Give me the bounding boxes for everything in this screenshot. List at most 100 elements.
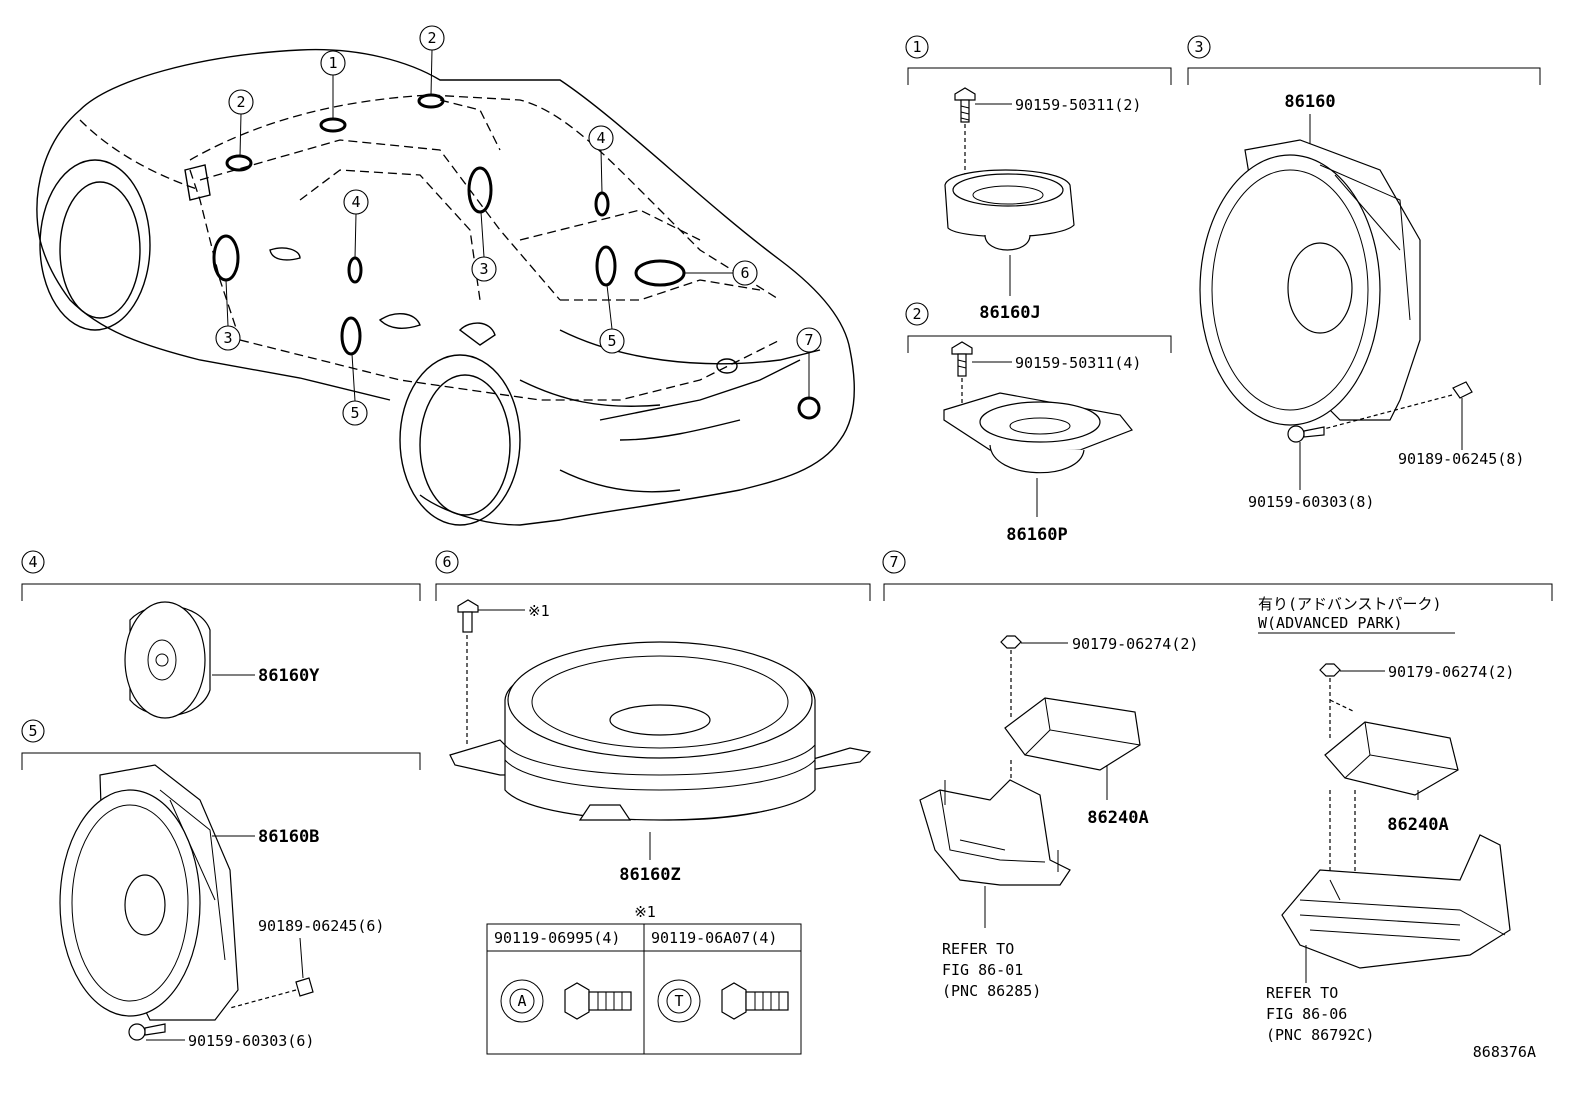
- option-label-jp: 有り(アドバンストパーク): [1258, 595, 1442, 613]
- s7-refer-line-1: REFER TO: [942, 940, 1014, 958]
- screw-icon: [1287, 425, 1325, 443]
- callout-2b: 2: [419, 25, 445, 51]
- callout-3a: 3: [215, 325, 241, 351]
- s2-part-number: 86160P: [1006, 525, 1067, 545]
- screw-icon: [128, 1023, 166, 1041]
- svg-text:5: 5: [607, 332, 616, 350]
- ring-4b: [594, 191, 610, 217]
- callout-6: 6: [732, 260, 758, 286]
- svg-text:5: 5: [350, 404, 359, 422]
- speaker-86160Y-icon: [124, 601, 211, 719]
- section-1: 1 90159-50311(2) 86160J: [905, 35, 1172, 323]
- s7-opt-nut-part-number: 90179-06274(2): [1388, 663, 1514, 681]
- callout-4a: 4: [343, 189, 369, 215]
- s5-part-number: 86160B: [258, 827, 319, 847]
- ecu-86240A-opt-icon: [1324, 721, 1459, 796]
- s1-screw-part-number: 90159-50311(2): [1015, 96, 1141, 114]
- s7-refer-line-2: FIG 86-01: [942, 961, 1023, 979]
- s7-opt-refer-line-3: (PNC 86792C): [1266, 1026, 1374, 1044]
- s3-screw-part-number: 90159-60303(8): [1248, 493, 1374, 511]
- ring-6: [634, 259, 686, 287]
- screw-icon: [954, 87, 976, 123]
- svg-text:A: A: [517, 992, 526, 1010]
- section-7-number: 7: [889, 553, 898, 571]
- svg-text:2: 2: [427, 29, 436, 47]
- s1-part-number: 86160J: [979, 303, 1040, 323]
- bolt-spec-table: ※1 90119-06995(4) 90119-06A07(4) A T: [486, 903, 802, 1055]
- s6-bolt-reference: ※1: [528, 602, 550, 620]
- ring-7: [797, 396, 821, 420]
- callout-4b: 4: [588, 125, 614, 151]
- ring-3a: [212, 234, 240, 282]
- s5-clip-part-number: 90189-06245(6): [258, 917, 384, 935]
- s2-screw-part-number: 90159-50311(4): [1015, 354, 1141, 372]
- clip-icon: [1452, 381, 1473, 399]
- svg-text:1: 1: [328, 54, 337, 72]
- callout-3b: 3: [471, 256, 497, 282]
- diagram-id: 868376A: [1473, 1043, 1536, 1061]
- callout-5a: 5: [342, 400, 368, 426]
- ring-4a: [347, 256, 363, 284]
- option-label-en: W(ADVANCED PARK): [1258, 614, 1403, 632]
- svg-text:4: 4: [596, 129, 605, 147]
- tweeter-86160J-icon: [944, 169, 1075, 251]
- tweeter-86160P-icon: [943, 392, 1133, 474]
- car-illustration: 1 2 2 3 3 4 4 5 5 6 7: [36, 25, 855, 526]
- bolt-table-header-2: 90119-06A07(4): [651, 929, 777, 947]
- advanced-park-module-icon: [1281, 834, 1511, 969]
- svg-text:6: 6: [740, 264, 749, 282]
- svg-text:2: 2: [236, 93, 245, 111]
- ring-5b: [595, 245, 617, 287]
- ring-2a: [225, 154, 253, 172]
- clip-icon: [295, 977, 314, 997]
- bolt-table-title: ※1: [634, 903, 656, 921]
- svg-text:4: 4: [351, 193, 360, 211]
- section-3-number: 3: [1194, 38, 1203, 56]
- ring-3b: [467, 166, 493, 214]
- callout-1: 1: [320, 50, 346, 76]
- speaker-86160-icon: [1199, 139, 1421, 426]
- s6-part-number: 86160Z: [619, 865, 680, 885]
- section-5: 5 86160B 90189-06245(6) 90159-60303(6): [21, 719, 421, 1050]
- svg-text:3: 3: [479, 260, 488, 278]
- callout-2a: 2: [228, 89, 254, 115]
- section-7: 7 90179-06274(2) 86240A REFER TO FIG 86-…: [882, 550, 1553, 1044]
- screw-icon: [951, 341, 973, 377]
- s7-refer-line-3: (PNC 86285): [942, 982, 1041, 1000]
- s7-opt-refer-line-2: FIG 86-06: [1266, 1005, 1347, 1023]
- bolt-icon: [457, 599, 479, 633]
- ring-2b: [417, 93, 445, 109]
- svg-text:3: 3: [223, 329, 232, 347]
- section-2-number: 2: [912, 305, 921, 323]
- ring-5a: [340, 316, 362, 356]
- bracket-icon: [919, 779, 1071, 886]
- ecu-86240A-icon: [1004, 697, 1141, 771]
- section-1-number: 1: [912, 38, 921, 56]
- s7-part-number: 86240A: [1087, 808, 1148, 828]
- callout-5b: 5: [599, 328, 625, 354]
- s7-nut-part-number: 90179-06274(2): [1072, 635, 1198, 653]
- svg-text:7: 7: [804, 331, 813, 349]
- nut-icon: [1000, 635, 1022, 649]
- section-5-number: 5: [28, 722, 37, 740]
- s3-clip-part-number: 90189-06245(8): [1398, 450, 1524, 468]
- s5-screw-part-number: 90159-60303(6): [188, 1032, 314, 1050]
- s4-part-number: 86160Y: [258, 666, 320, 686]
- bolt-marking-t-icon: T: [657, 979, 789, 1023]
- svg-text:T: T: [674, 992, 683, 1010]
- s7-opt-refer-line-1: REFER TO: [1266, 984, 1338, 1002]
- subwoofer-86160Z-icon: [449, 641, 872, 821]
- s3-part-number: 86160: [1284, 92, 1335, 112]
- section-3: 3 86160 90189-06245(8) 90159-60303(8): [1187, 35, 1541, 511]
- section-4: 4 86160Y: [21, 550, 421, 719]
- nut-icon: [1319, 663, 1341, 677]
- bolt-marking-a-icon: A: [500, 979, 632, 1023]
- speaker-86160B-icon: [59, 764, 239, 1021]
- section-2: 2 90159-50311(4) 86160P: [905, 302, 1172, 545]
- section-6-number: 6: [442, 553, 451, 571]
- bolt-table-header-1: 90119-06995(4): [494, 929, 620, 947]
- ring-1: [319, 117, 347, 133]
- section-4-number: 4: [28, 553, 37, 571]
- s7-opt-part-number: 86240A: [1387, 815, 1448, 835]
